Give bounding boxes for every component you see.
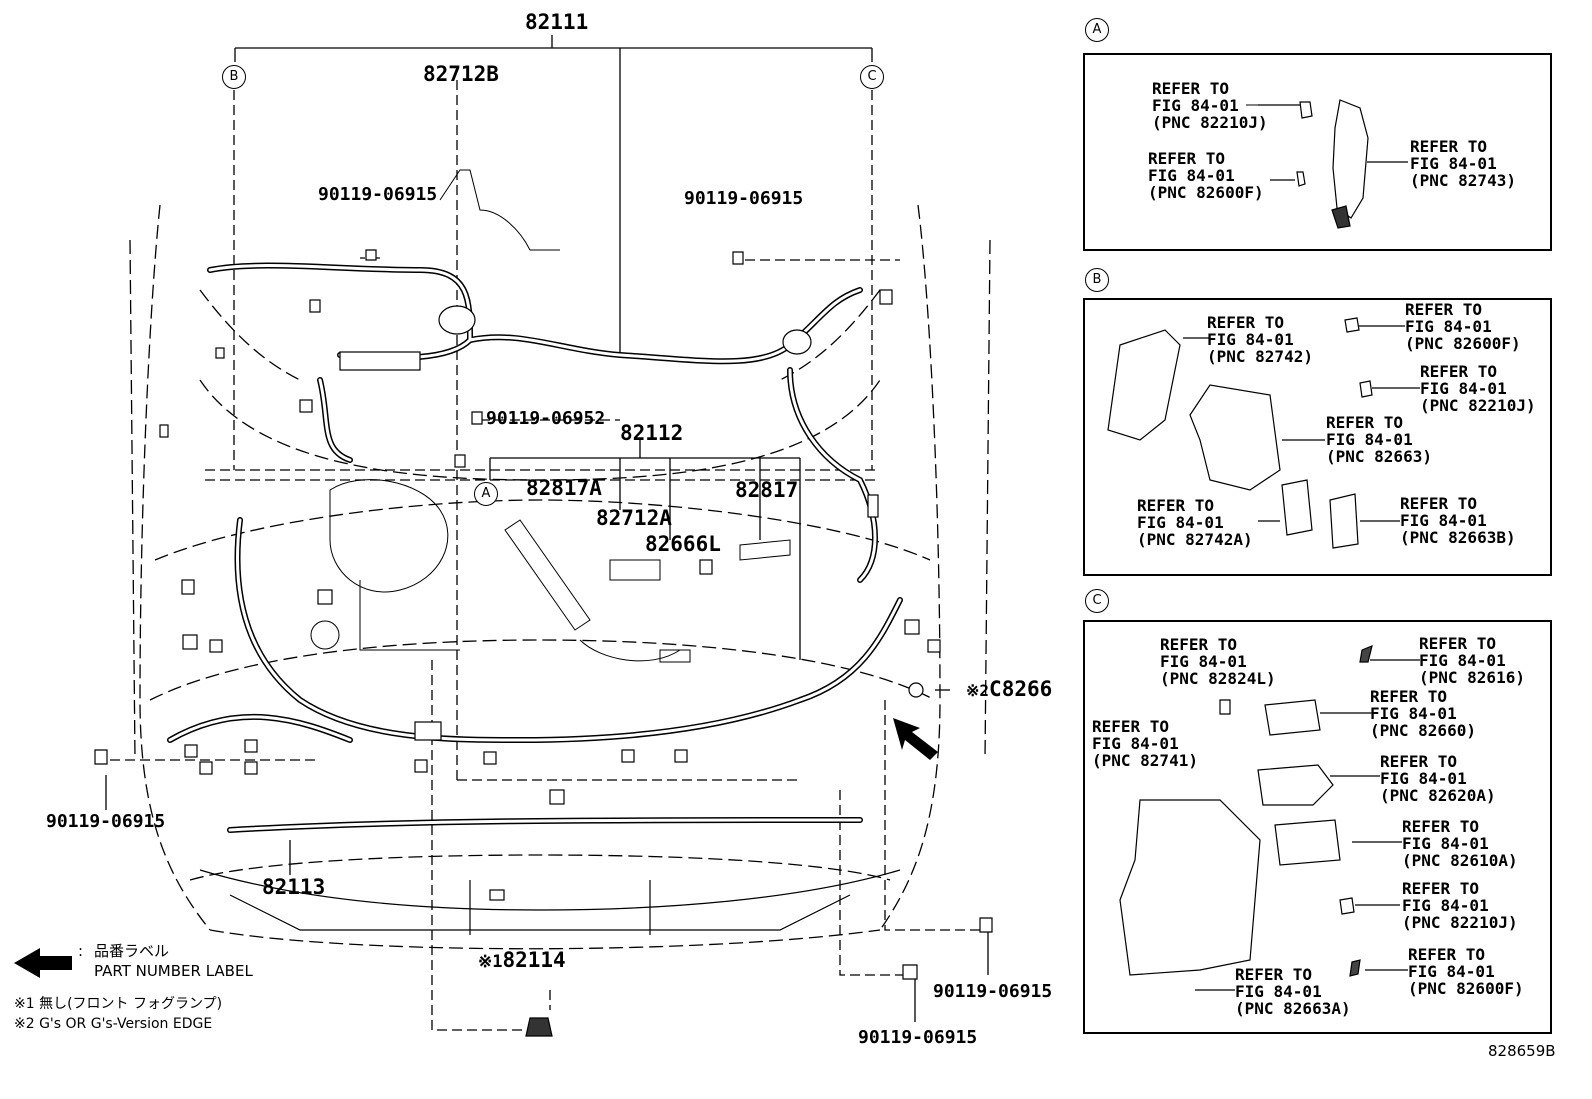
legend-label-jp: 品番ラベル (94, 942, 170, 960)
panel-B-tag: B (1085, 268, 1109, 292)
part-82666L-label: 82666L (645, 532, 721, 556)
panel-C-tag: C (1085, 589, 1109, 613)
part-82817A-label: 82817A (526, 476, 602, 500)
part-label-arrow-marker (893, 718, 938, 760)
callout-B-circle: B (222, 65, 246, 89)
bolt-left-label: 90119-06915 (46, 811, 166, 832)
connector-C8266-code: C8266 (989, 677, 1053, 701)
part-82712A-label: 82712A (596, 506, 672, 530)
legend-arrow (14, 948, 72, 978)
panel-c-art (1119, 645, 1420, 991)
part-82712B-label: 82712B (423, 62, 499, 86)
part-82111-label: 82111 (525, 10, 589, 34)
part-82114-label: ※182114 (478, 950, 566, 973)
legend-colon: : (78, 942, 84, 960)
fasteners (94, 249, 993, 1037)
note-mark-2: ※2 (966, 681, 990, 700)
bolt-bottom-center-label: 90119-06915 (858, 1027, 978, 1048)
note-mark-1: ※1 (478, 952, 503, 972)
panel-a-art (1258, 99, 1408, 229)
part-82114-code: 82114 (502, 948, 566, 972)
panel-A (1083, 53, 1552, 251)
bolt-top-right-label: 90119-06915 (684, 188, 804, 209)
bolt-top-left-label: 90119-06915 (318, 184, 438, 205)
connectors (159, 289, 941, 901)
part-82112-label: 82112 (620, 421, 684, 445)
panel-A-tag: A (1085, 18, 1109, 42)
figure-id: 828659B (1488, 1042, 1556, 1060)
footnote-1: ※1 無し(フロント フォグランプ) (14, 996, 223, 1012)
bolt-bottom-right-label: 90119-06915 (933, 981, 1053, 1002)
part-82113-label: 82113 (262, 875, 326, 899)
connector-C8266-label: ※2C8266 (966, 679, 1052, 701)
part-82817-label: 82817 (735, 478, 799, 502)
panel-C (1083, 620, 1552, 1034)
car-body-outline (129, 204, 991, 950)
panel-B (1083, 298, 1552, 576)
bolt-center-label: 90119-06952 (486, 408, 606, 429)
legend-label-en: PART NUMBER LABEL (94, 962, 253, 980)
callout-A-circle: A (474, 482, 498, 506)
engine-sketch (310, 169, 791, 663)
footnote-2: ※2 G's OR G's-Version EDGE (14, 1016, 213, 1032)
callout-C-circle: C (860, 65, 884, 89)
panel-b-art (1107, 317, 1420, 549)
